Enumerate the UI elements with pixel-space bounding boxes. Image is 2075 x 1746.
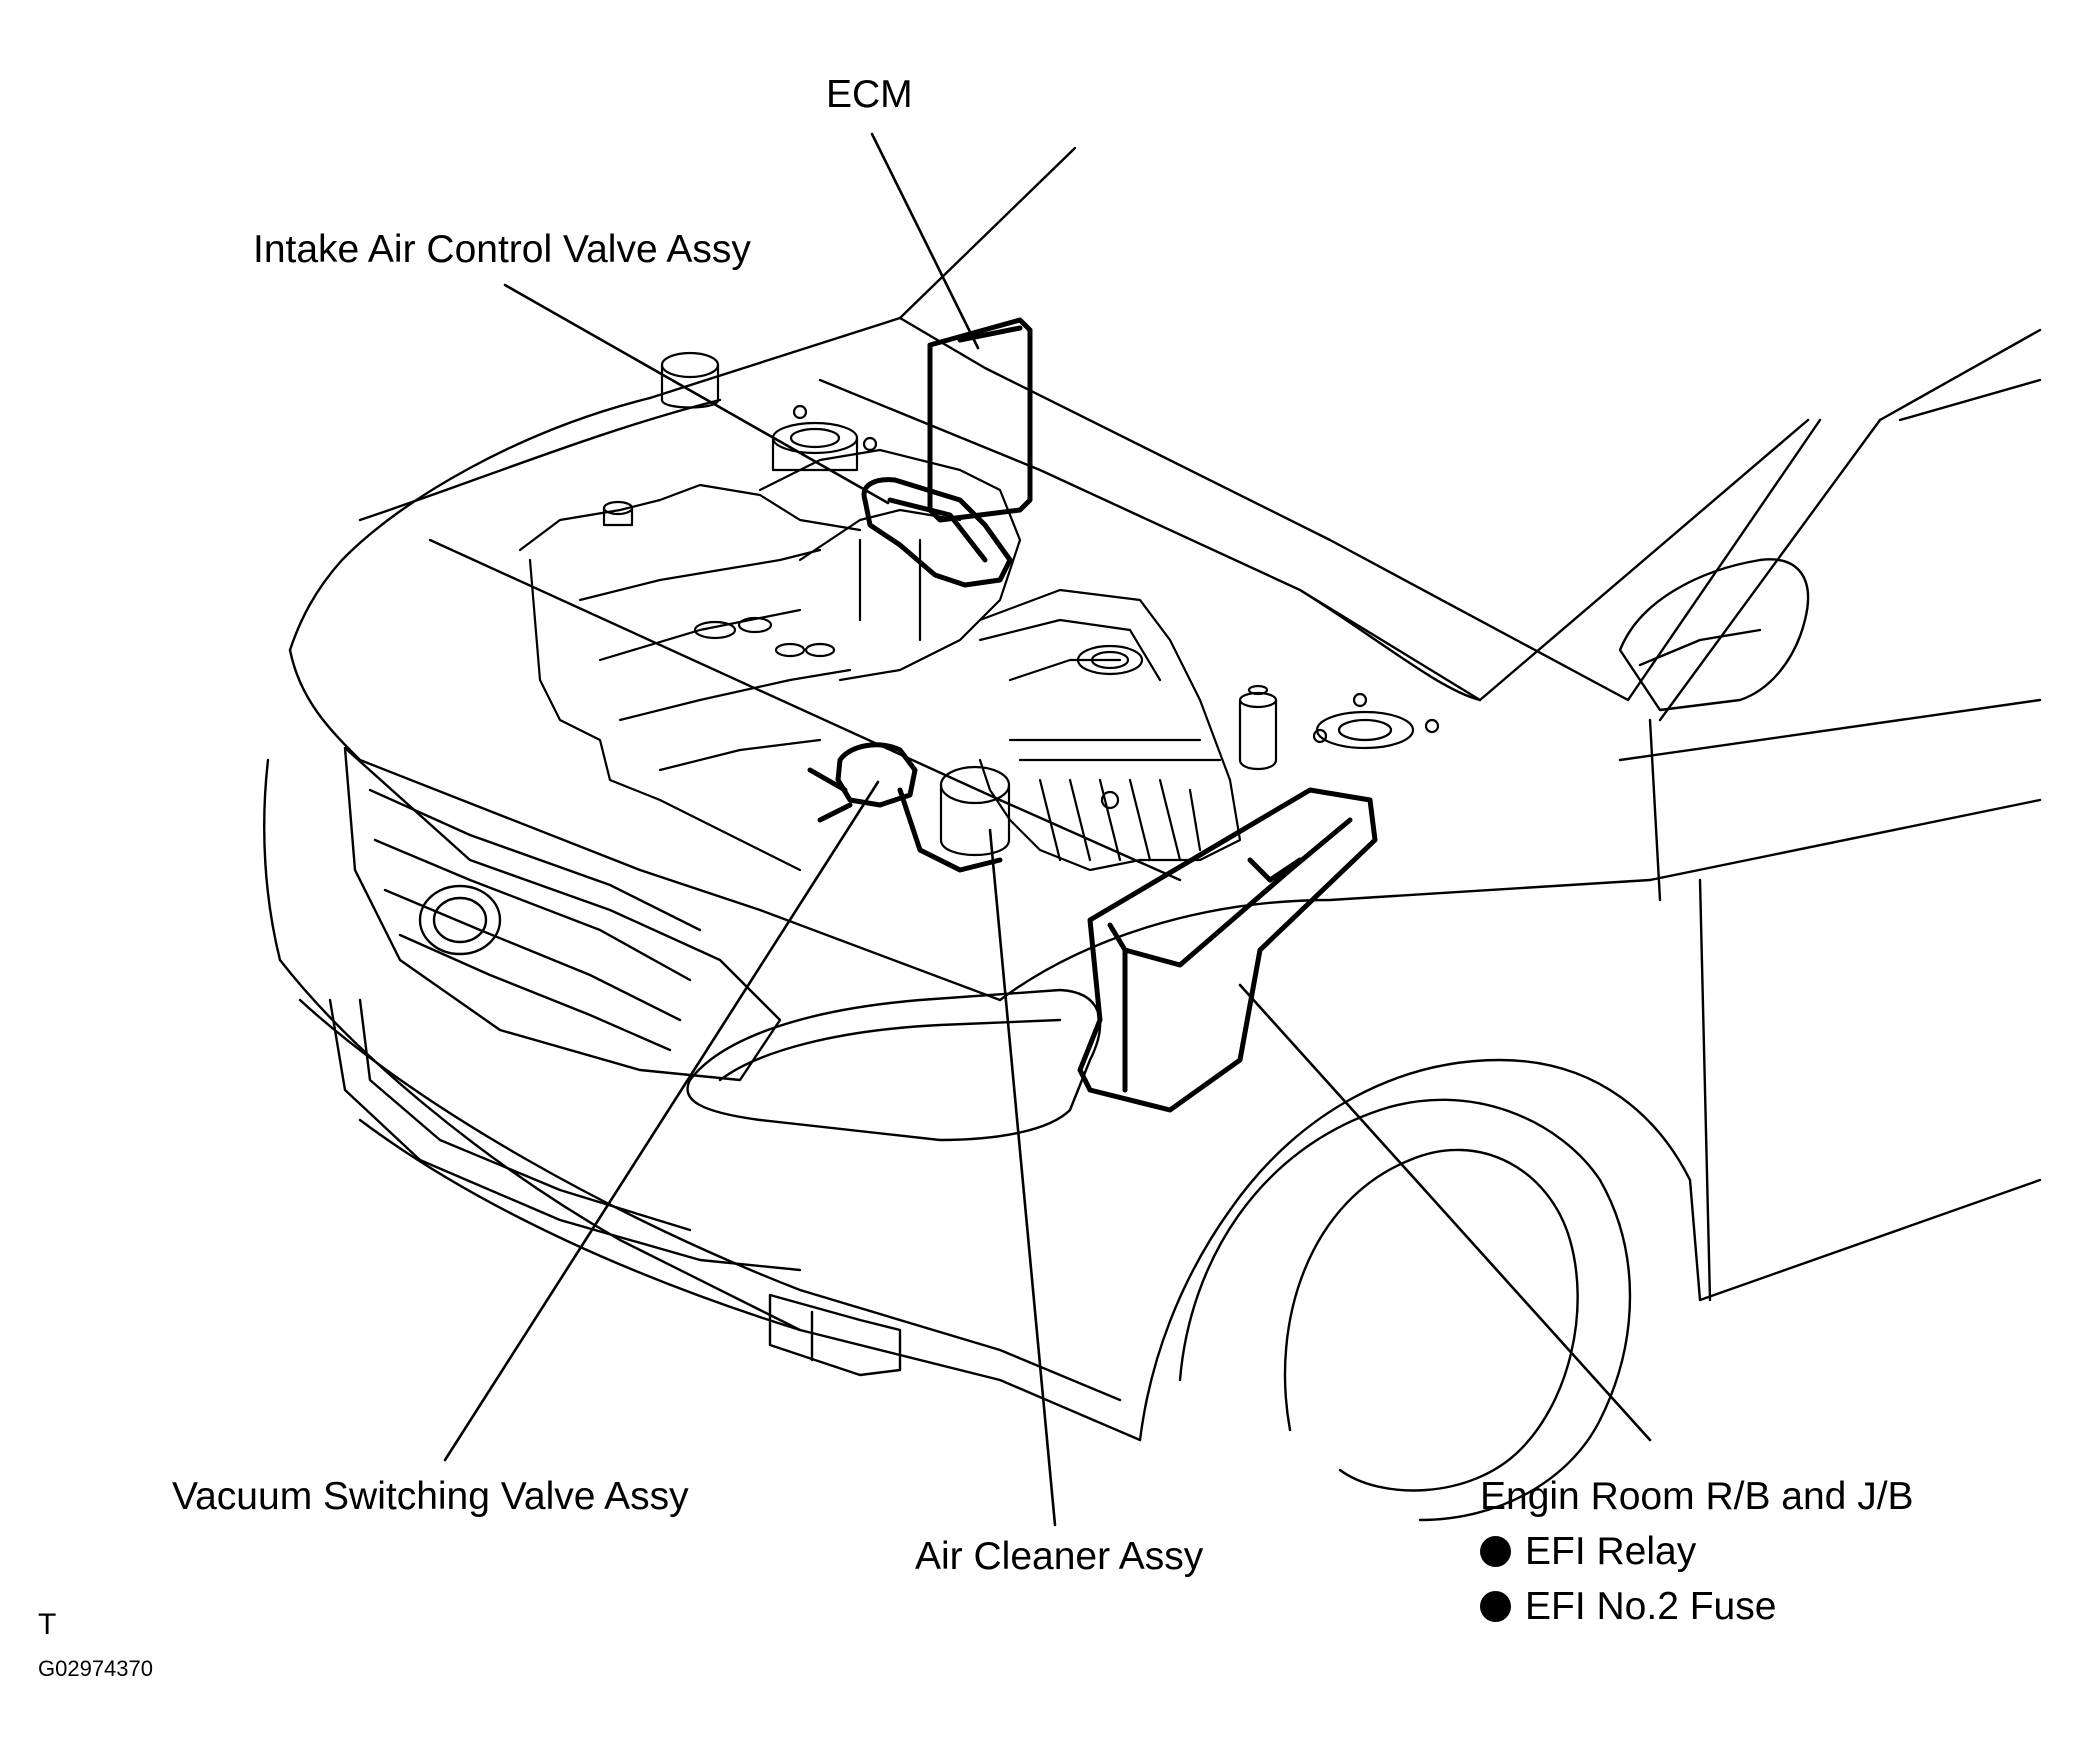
leader-line-vacuum-switching-valve	[443, 780, 880, 1462]
leader-line-engine-room-rb-jb	[1238, 983, 1652, 1442]
label-air-cleaner-assy: Air Cleaner Assy	[915, 1535, 1204, 1578]
figure-id: G02974370	[38, 1656, 153, 1681]
engine-room-relay-box-shape	[1077, 787, 1378, 1113]
highlighted-components	[807, 317, 1378, 1113]
intake-air-control-valve-shape	[861, 477, 1013, 588]
bullet-dot-icon	[1480, 1591, 1511, 1622]
vacuum-switching-valve-shape	[835, 742, 918, 808]
label-intake-air-control-valve-assy: Intake Air Control Valve Assy	[253, 228, 751, 271]
efi-no2-fuse-item: EFI No.2 Fuse	[1480, 1587, 1776, 1626]
engine-components	[518, 351, 1440, 872]
ecm-shape	[927, 317, 1033, 523]
label-ecm: ECM	[826, 73, 913, 116]
bullet-dot-icon	[1480, 1536, 1511, 1567]
leader-line-ecm	[870, 132, 980, 350]
leader-lines	[443, 132, 1652, 1527]
car-body-outline	[263, 146, 2042, 1522]
label-engine-room-rb-and-jb: Engin Room R/B and J/B	[1480, 1475, 1914, 1518]
label-efi-no2-fuse: EFI No.2 Fuse	[1525, 1585, 1777, 1628]
efi-relay-item: EFI Relay	[1480, 1532, 1696, 1571]
label-vacuum-switching-valve-assy: Vacuum Switching Valve Assy	[172, 1475, 689, 1518]
corner-mark: T	[38, 1608, 57, 1641]
label-efi-relay: EFI Relay	[1525, 1530, 1697, 1573]
leader-line-air-cleaner	[988, 828, 1057, 1527]
leader-line-intake-air-control-valve	[503, 283, 890, 505]
